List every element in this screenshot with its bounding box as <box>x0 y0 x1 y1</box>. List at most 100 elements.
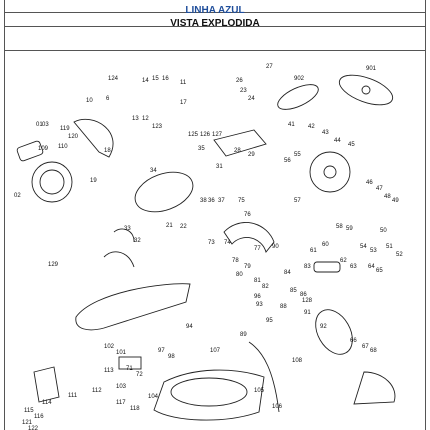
part-label: 80 <box>236 272 243 278</box>
part-label: 98 <box>168 354 175 360</box>
part-label: 110 <box>58 144 68 150</box>
part-label: 89 <box>240 332 247 338</box>
part-label: 126 <box>200 132 211 138</box>
curved-rod-part <box>103 251 135 268</box>
motor-part <box>315 309 353 355</box>
part-label: 112 <box>92 388 102 394</box>
part-label: 105 <box>254 388 265 394</box>
part-label: 23 <box>240 88 247 94</box>
support-arm-part <box>75 283 191 331</box>
view-title: VISTA EXPLODIDA <box>170 18 260 29</box>
exploded-view-diagram: 901 902 10 14 15 16 6 11 12 13 17 26 27 … <box>4 52 426 430</box>
guard-hole <box>361 85 371 95</box>
part-label: 57 <box>294 198 301 204</box>
part-label: 16 <box>162 76 169 82</box>
part-label: 73 <box>208 240 215 246</box>
part-label: 77 <box>254 246 261 252</box>
part-label: 118 <box>130 406 140 412</box>
part-label: 13 <box>132 116 139 122</box>
blade-guard-side-part <box>338 74 394 106</box>
part-label: 122 <box>28 426 39 430</box>
small-bracket-part <box>33 366 60 403</box>
part-label: 84 <box>284 270 291 276</box>
saw-blade-hub <box>323 165 337 179</box>
part-label: 121 <box>22 420 33 426</box>
part-label: 24 <box>248 96 255 102</box>
part-label: 64 <box>368 264 375 270</box>
part-label: 120 <box>68 134 79 140</box>
part-label: 54 <box>360 244 367 250</box>
part-label: 58 <box>336 224 343 230</box>
part-label: 35 <box>198 146 205 152</box>
part-label: 45 <box>348 142 355 148</box>
document-sheet: LINHA AZUL VISTA EXPLODIDA <box>4 0 426 430</box>
part-label: 93 <box>256 302 263 308</box>
part-label: 74 <box>224 240 231 246</box>
lower-guard-part <box>134 171 194 213</box>
part-label: 71 <box>126 366 133 372</box>
part-label: 76 <box>244 212 251 218</box>
part-label: 22 <box>180 224 187 230</box>
part-label: 26 <box>236 78 243 84</box>
part-label: 81 <box>254 278 261 284</box>
part-label: 106 <box>272 404 283 410</box>
header-view-row: VISTA EXPLODIDA <box>5 13 425 29</box>
exploded-view-svg: 901 902 10 14 15 16 6 11 12 13 17 26 27 … <box>14 64 403 430</box>
part-label: 51 <box>386 244 393 250</box>
part-label: 53 <box>370 248 377 254</box>
part-label: 108 <box>292 358 303 364</box>
part-label: 50 <box>380 228 387 234</box>
part-label: 83 <box>304 264 311 270</box>
part-label: 115 <box>24 408 34 414</box>
side-base-part <box>353 371 396 405</box>
spring-part <box>113 228 135 243</box>
part-label: 88 <box>280 304 287 310</box>
part-label: 12 <box>142 116 149 122</box>
turntable-part <box>170 377 248 407</box>
part-label: 63 <box>350 264 357 270</box>
part-label: 60 <box>322 242 329 248</box>
bracket-part <box>313 261 341 273</box>
part-label: 92 <box>320 324 327 330</box>
header-blank-row <box>5 27 425 51</box>
part-label: 34 <box>150 168 157 174</box>
part-label: 85 <box>290 288 297 294</box>
part-label: 31 <box>216 164 223 170</box>
part-label: 42 <box>308 124 315 130</box>
part-label: 19 <box>90 178 97 184</box>
part-label: 75 <box>238 198 245 204</box>
part-label: 55 <box>294 152 301 158</box>
part-label: 59 <box>346 226 353 232</box>
part-label: 78 <box>232 258 239 264</box>
part-label: 6 <box>106 96 110 102</box>
part-label: 109 <box>38 146 49 152</box>
part-label: 49 <box>392 198 399 204</box>
part-label: 91 <box>304 310 311 316</box>
part-label: 33 <box>124 226 131 232</box>
machine-parts <box>16 74 396 421</box>
part-label: 79 <box>244 264 251 270</box>
switch-part <box>118 356 142 370</box>
motor-housing-part <box>31 161 73 203</box>
part-label: 11 <box>180 80 187 86</box>
base-plate-part <box>153 369 265 421</box>
part-number-labels: 901 902 10 14 15 16 6 11 12 13 17 26 27 … <box>14 64 403 430</box>
part-label: 111 <box>68 393 78 399</box>
part-label: 15 <box>152 76 159 82</box>
part-label: 82 <box>262 284 269 290</box>
part-label: 03 <box>42 122 49 128</box>
part-label: 90 <box>272 244 279 250</box>
bevel-scale-part <box>223 222 275 253</box>
part-label: 61 <box>310 248 317 254</box>
part-label: 44 <box>334 138 341 144</box>
part-label: 28 <box>234 148 241 154</box>
part-label: 37 <box>218 198 225 204</box>
part-label: 102 <box>104 344 115 350</box>
handle-grip-part <box>73 118 114 158</box>
part-label: 38 <box>200 198 207 204</box>
part-label: 129 <box>48 262 59 268</box>
part-label: 117 <box>116 400 126 406</box>
part-label: 01 <box>36 122 43 128</box>
part-label: 32 <box>134 238 141 244</box>
blade-guard-top-part <box>277 84 319 110</box>
